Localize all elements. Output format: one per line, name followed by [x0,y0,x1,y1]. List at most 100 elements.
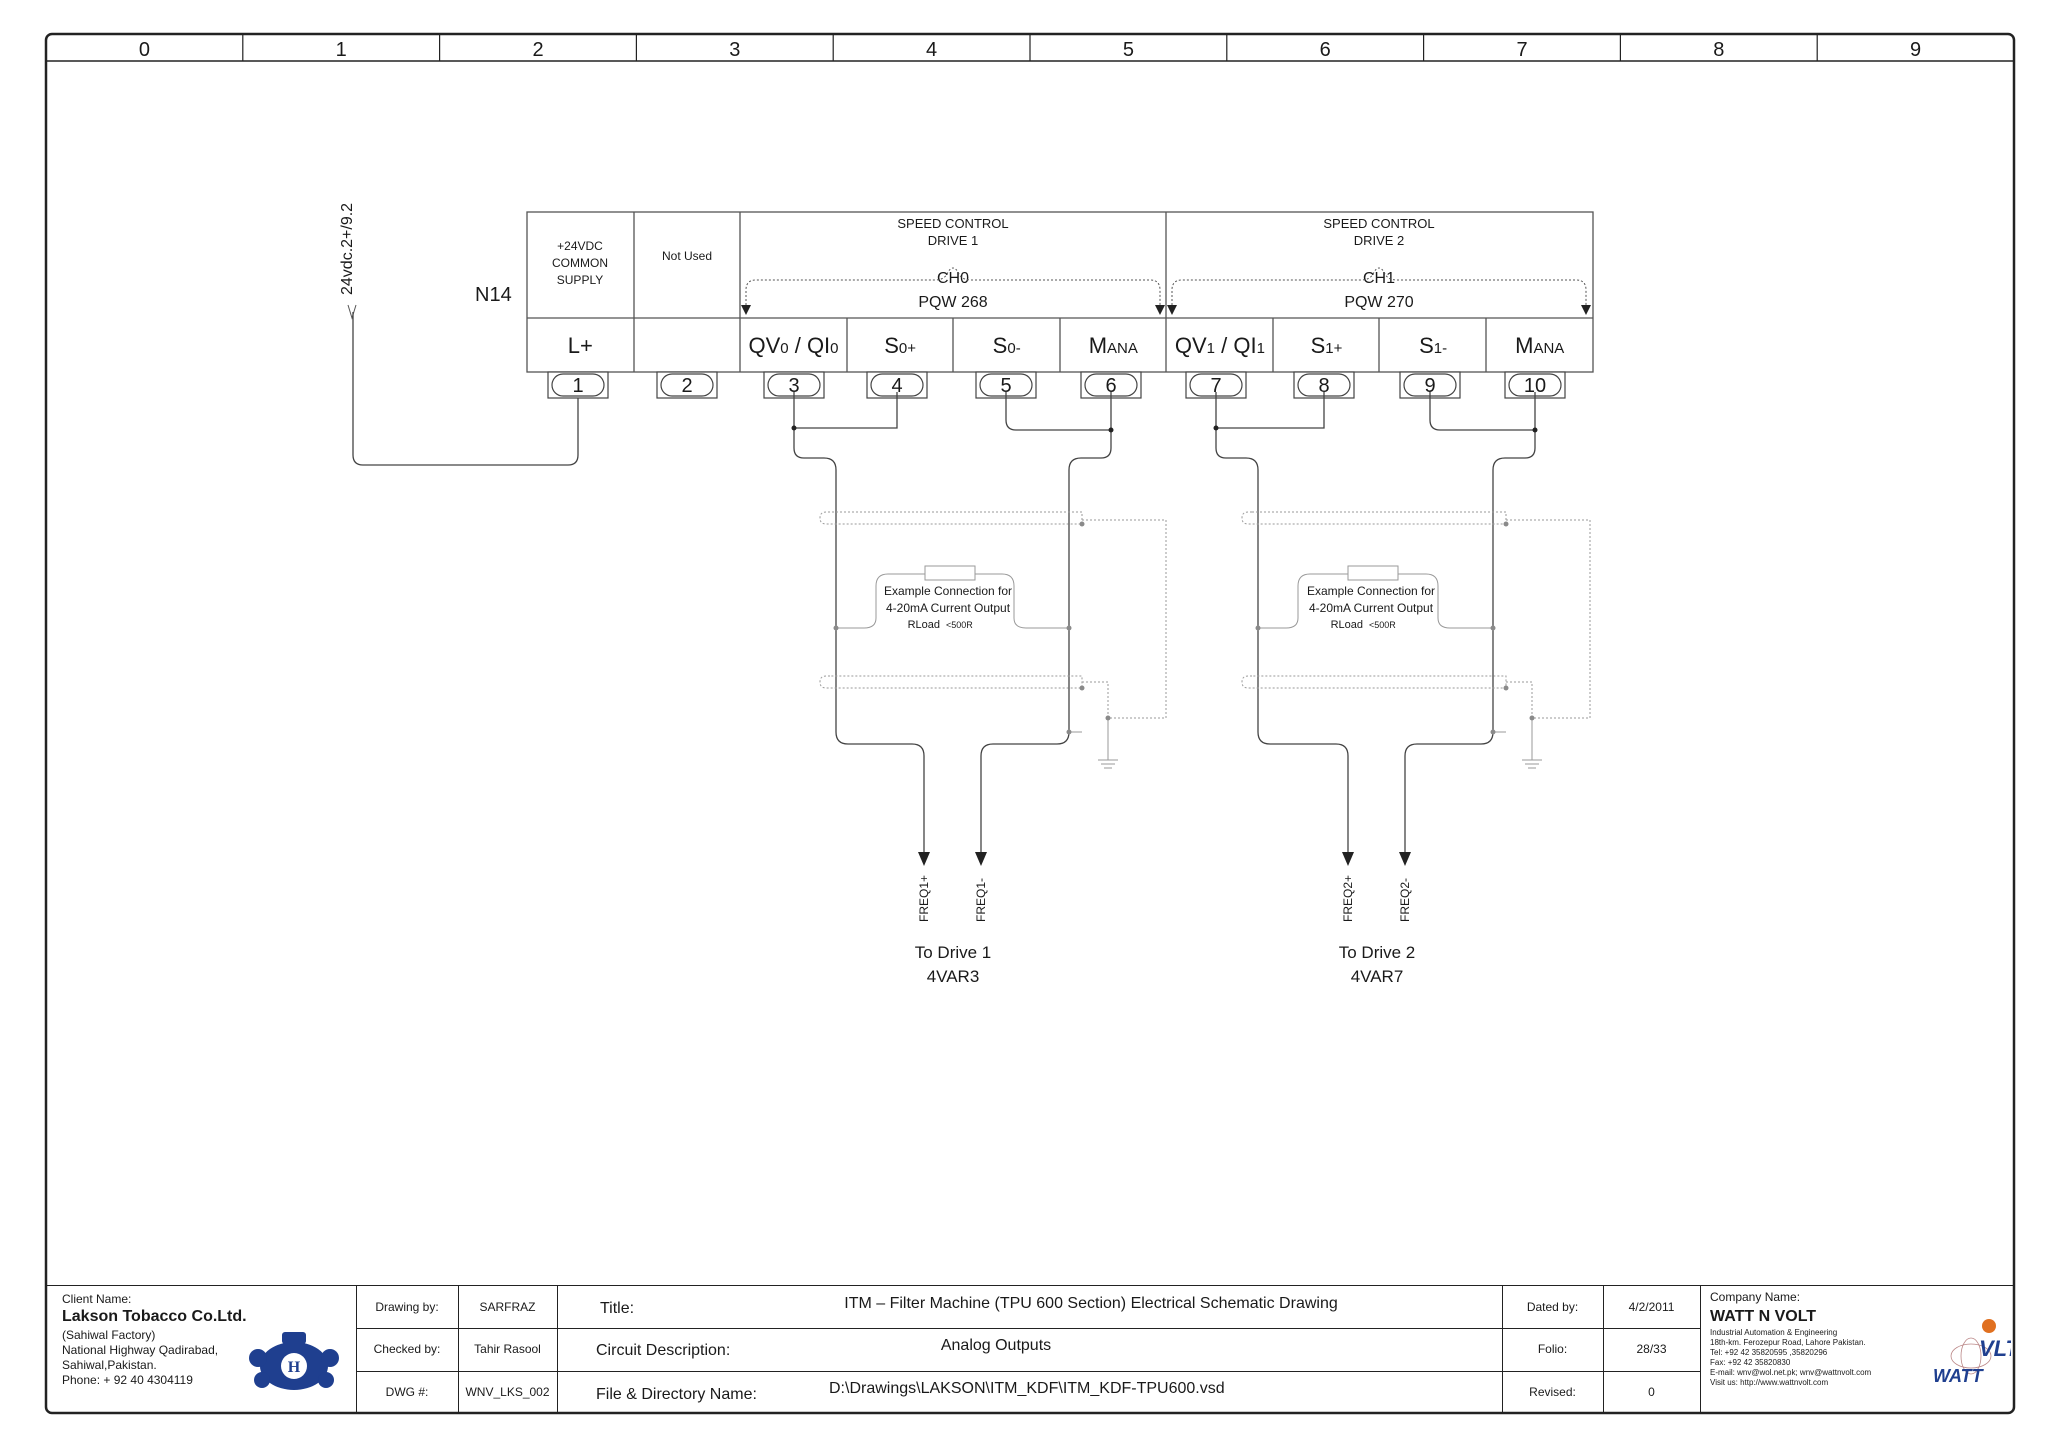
grid-column-label: 9 [1910,39,1921,61]
grid-column-label: 1 [336,39,347,61]
grid-column-label: 7 [1516,39,1527,61]
signal-label-4: S0+ [884,333,916,358]
client-logo-icon: H [249,1332,339,1390]
drive1-header-line2: DRIVE 1 [928,233,979,248]
drawing-title: ITM – Filter Machine (TPU 600 Section) E… [844,1295,1338,1312]
example-connection-drive1: Example Connection for 4-20mA Current Ou… [819,511,1167,769]
example2-rload-value: <500R [1369,620,1396,630]
signal-label-8: S1+ [1311,333,1343,358]
drive1-header-line1: SPEED CONTROL [897,216,1008,231]
file-path: D:\Drawings\LAKSON\ITM_KDF\ITM_KDF-TPU60… [829,1380,1225,1397]
wire-freq2-plus: FREQ2+ [1341,875,1355,922]
to-drive2: To Drive 2 [1339,943,1416,962]
svg-text:8: 8 [1318,375,1329,397]
revised-label: Revised: [1529,1385,1576,1399]
svg-text:H: H [288,1359,301,1376]
drive2-wiring [1215,392,1536,860]
drive2-channel: CH1 [1363,270,1395,287]
supply-label-1: +24VDC [557,239,603,253]
svg-text:4: 4 [891,375,902,397]
wire-freq1-minus: FREQ1- [974,878,988,922]
terminal-2: 2 [656,371,718,399]
drawing-by-value: SARFRAZ [479,1300,536,1314]
dwg-label: DWG #: [385,1385,429,1399]
module-block [526,211,1594,373]
drive1-wiring [793,392,1112,860]
client-name: Lakson Tobacco Co.Ltd. [62,1308,247,1325]
circuit-label: Circuit Description: [596,1342,731,1359]
example-rload-value: <500R [946,620,973,630]
signal-label-3: QV0 / QI0 [748,333,838,358]
svg-text:10: 10 [1524,375,1546,397]
svg-text:3: 3 [788,375,799,397]
grid-column-label: 0 [139,39,150,61]
title-label: Title: [600,1300,635,1317]
not-used-label: Not Used [662,249,712,263]
drive1-channel: CH0 [937,270,969,287]
grid-column-label: 6 [1320,39,1331,61]
channel-brackets [745,267,1587,305]
drive2-ref: 4VAR7 [1351,967,1404,986]
svg-text:9: 9 [1424,375,1435,397]
company-logo-icon: WATT VLT [1933,1319,2011,1386]
client-label: Client Name: [62,1292,132,1306]
supply-label-3: SUPPLY [557,273,603,287]
example-text-1: Example Connection for [884,584,1012,598]
terminal-6: 6 [1080,371,1142,399]
title-block: Client Name: Lakson Tobacco Co.Ltd. (Sah… [46,1285,2014,1414]
terminal-1: 1 [547,371,609,399]
module-name: N14 [475,284,512,306]
drive2-address: PQW 270 [1344,294,1413,311]
company-details: Industrial Automation & Engineering 18th… [1710,1328,1872,1387]
drive1-address: PQW 268 [918,294,987,311]
dated-label: Dated by: [1526,1300,1579,1314]
supply-wire [352,312,579,466]
signal-label-7: QV1 / QI1 [1175,333,1265,358]
dwg-value: WNV_LKS_002 [465,1385,550,1399]
drive2-header-line1: SPEED CONTROL [1323,216,1434,231]
client-address: (Sahiwal Factory) National Highway Qadir… [62,1328,219,1387]
company-label: Company Name: [1710,1290,1801,1304]
signal-24vdc-label: 24vdc.2+/9.2 [339,203,356,295]
example-text-2: 4-20mA Current Output [886,601,1011,615]
terminal-7: 7 [1185,371,1247,399]
example2-text-2: 4-20mA Current Output [1309,601,1434,615]
signal-label-10: MANA [1515,333,1564,358]
file-label: File & Directory Name: [596,1386,757,1403]
wire-freq1-plus: FREQ1+ [917,875,931,922]
drive1-ref: 4VAR3 [927,967,980,986]
grid-column-label: 3 [729,39,740,61]
signal-label-1: L+ [568,333,593,358]
supply-label-2: COMMON [552,256,608,270]
folio-label: Folio: [1537,1342,1568,1356]
folio-value: 28/33 [1636,1342,1667,1356]
signal-label-5: S0- [993,333,1021,358]
company-logo-text: WATT [1933,1366,1985,1386]
wire-freq2-minus: FREQ2- [1398,878,1412,922]
drive2-header-line2: DRIVE 2 [1354,233,1405,248]
signal-label-9: S1- [1419,333,1447,358]
grid-column-label: 4 [926,39,937,61]
company-name: WATT N VOLT [1710,1308,1817,1325]
example2-rload: RLoad [1331,619,1363,631]
signal-label-6: MANA [1089,333,1138,358]
company-logo-text2: VLT [1979,1336,2011,1361]
example2-text-1: Example Connection for [1307,584,1435,598]
svg-text:2: 2 [681,375,692,397]
drawing-by-label: Drawing by: [375,1300,439,1314]
svg-text:1: 1 [572,375,583,397]
checked-by-label: Checked by: [373,1342,441,1356]
revised-value: 0 [1648,1385,1655,1399]
grid-column-label: 8 [1713,39,1724,61]
to-drive1: To Drive 1 [915,943,992,962]
example-rload: RLoad [908,619,940,631]
svg-text:5: 5 [1000,375,1011,397]
svg-text:7: 7 [1210,375,1221,397]
dated-value: 4/2/2011 [1628,1300,1675,1314]
checked-by-value: Tahir Rasool [474,1342,541,1356]
grid-column-label: 2 [532,39,543,61]
circuit-description: Analog Outputs [940,1337,1052,1354]
example-connection-drive2: Example Connection for 4-20mA Current Ou… [1241,511,1591,769]
